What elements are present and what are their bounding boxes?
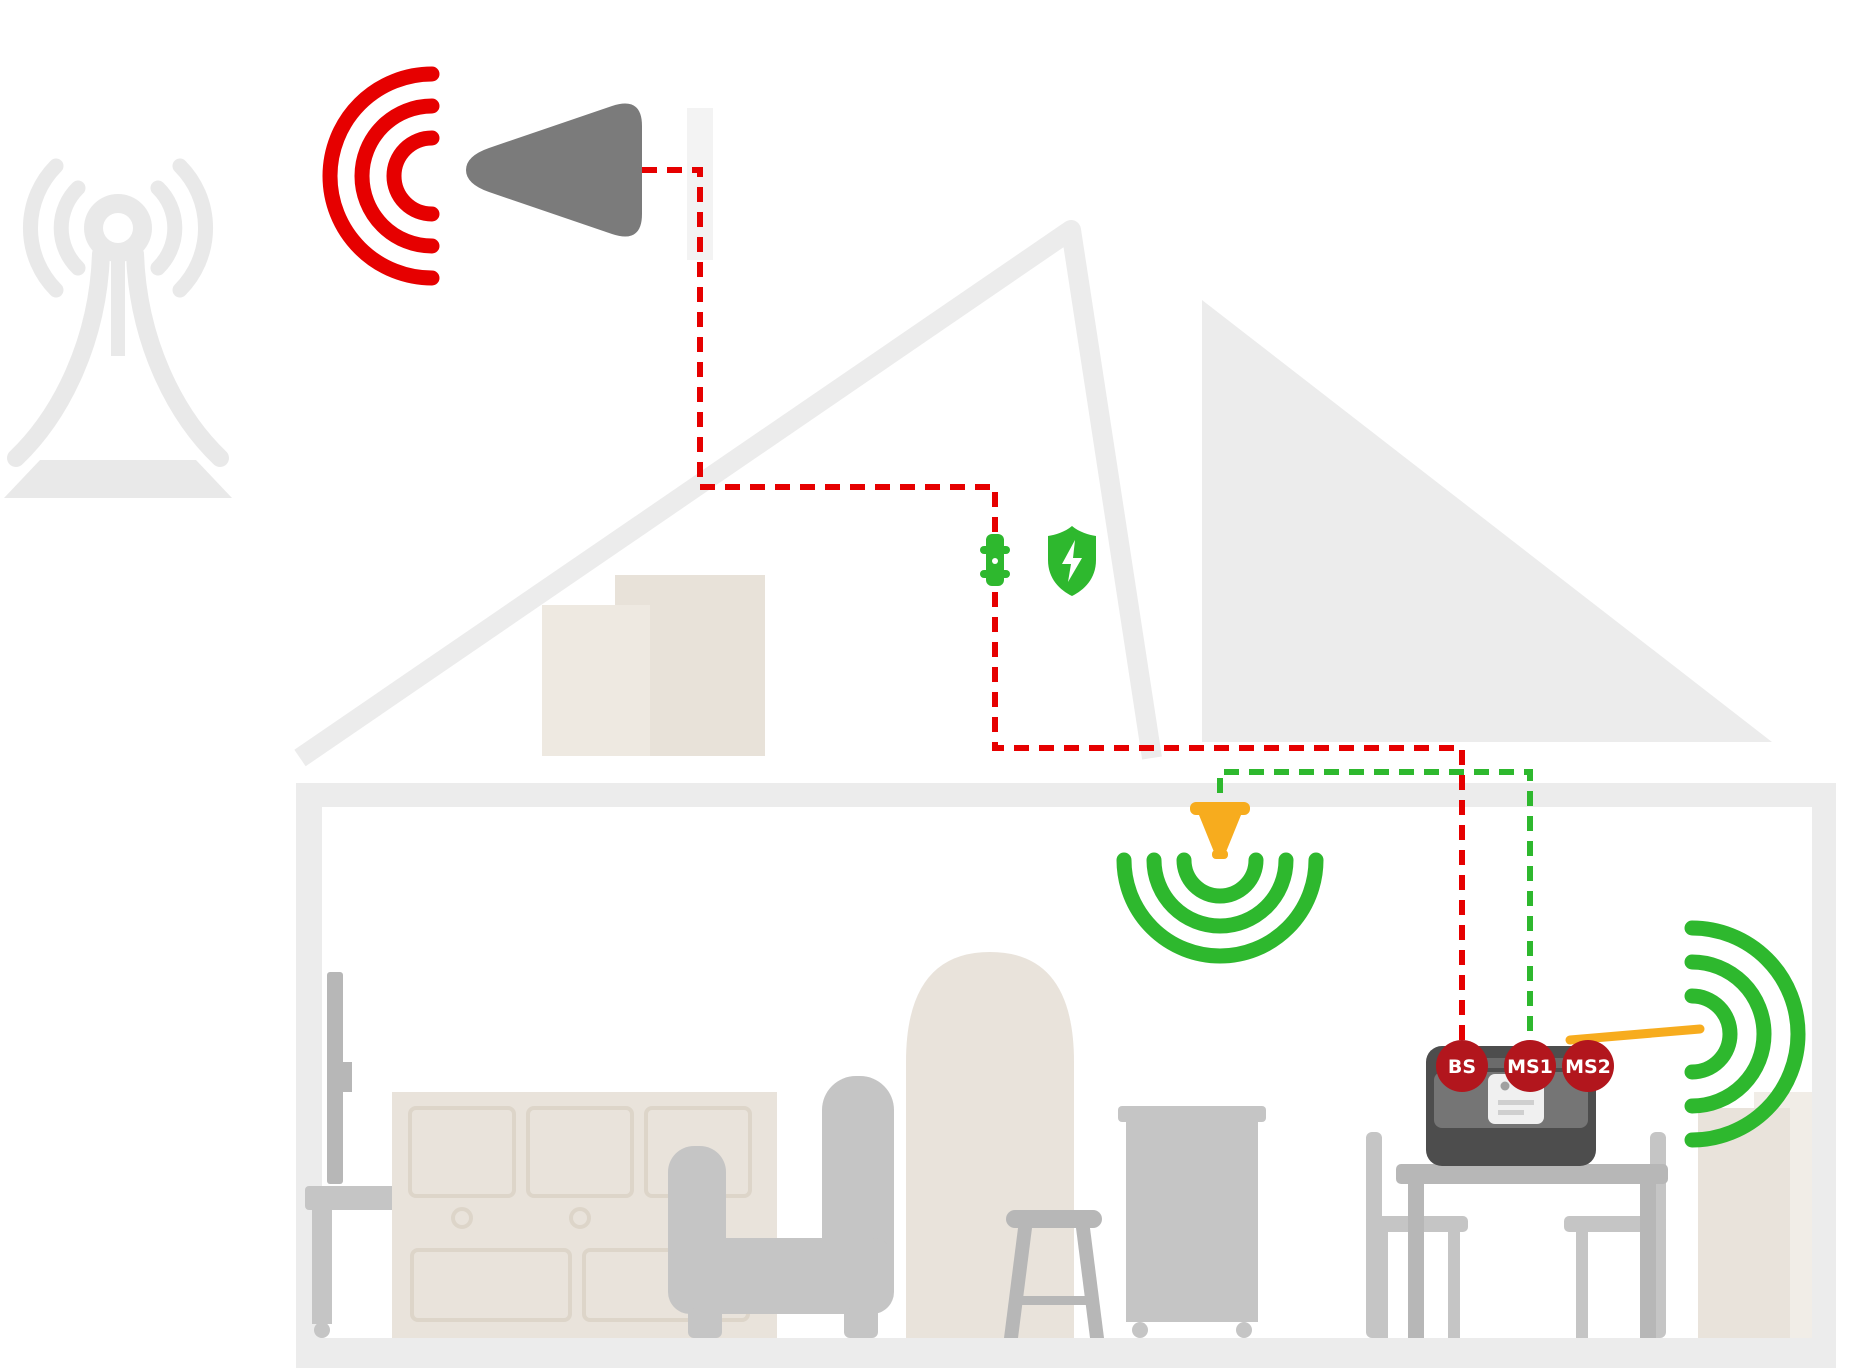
port-bs-label: BS: [1448, 1056, 1476, 1078]
donor-cable: [642, 167, 1465, 1056]
stool-crossbar: [1020, 1296, 1090, 1305]
tower-wave-left-outer: [22, 158, 64, 298]
booster-display-line: [1498, 1110, 1524, 1115]
chair-leg: [1448, 1232, 1460, 1338]
indoor-antenna-cone: [1199, 815, 1241, 852]
booster-unit: BS MS1 MS2: [1426, 920, 1806, 1166]
red-wave-outer: [322, 66, 440, 286]
port-ms1: [1504, 1040, 1556, 1092]
booster-display-line: [1498, 1100, 1534, 1105]
dining-chair-left: [1366, 1132, 1468, 1338]
tower-wave-right-outer: [172, 158, 214, 298]
tower-leg-right: [126, 245, 229, 467]
armchair-seat: [668, 1238, 894, 1314]
tower-stem: [111, 256, 125, 356]
surge-protector-icon: [980, 534, 1010, 586]
antenna-mast: [687, 108, 713, 260]
booster-wave-inner: [1684, 988, 1738, 1080]
stool: [1004, 1210, 1104, 1338]
surge-dot: [992, 558, 998, 564]
tv-screen: [327, 972, 343, 1184]
attic-boxes: [542, 575, 765, 756]
outdoor-antenna-icon: [466, 103, 642, 237]
indoor-antenna-tip: [1212, 850, 1228, 859]
dresser-foot-left: [1132, 1322, 1148, 1338]
whip-antenna-icon: [1565, 1024, 1705, 1045]
booster-wave-outer: [1684, 920, 1806, 1148]
sideboard: [1698, 1108, 1790, 1338]
roof-rear: [1202, 300, 1772, 742]
kitchen-door-2: [526, 1106, 634, 1198]
indoor-cable: [1217, 769, 1533, 1056]
dresser-top: [1118, 1106, 1266, 1122]
kitchen-door-1: [408, 1106, 516, 1198]
table-leg-left: [1408, 1184, 1424, 1338]
kitchen-handle-2: [569, 1207, 591, 1229]
chair-leg: [1576, 1232, 1588, 1338]
dresser-foot-right: [1236, 1322, 1252, 1338]
indoor-wave-outer: [1116, 852, 1324, 964]
attic-box-front: [542, 605, 650, 756]
tower-signal-waves-icon: [322, 66, 440, 286]
stool-leg-right: [1076, 1228, 1104, 1338]
surge-flange-bottom: [980, 570, 1010, 578]
surge-flange-top: [980, 546, 1010, 554]
desk-left-leg: [312, 1210, 332, 1324]
indoor-wave-middle: [1146, 852, 1294, 934]
table-leg-right: [1640, 1184, 1656, 1338]
tower-wave-right-inner: [150, 180, 183, 276]
dining-table: [1396, 1164, 1668, 1338]
tower-leg-left: [7, 245, 110, 467]
port-ms1-label: MS1: [1507, 1056, 1553, 1078]
red-wave-middle: [354, 98, 440, 254]
doorway: [906, 952, 1074, 1338]
indoor-signal-waves-icon: [1116, 852, 1324, 964]
roof-front: [294, 220, 1162, 767]
tower-head-hole: [103, 213, 133, 243]
indoor-wave-inner: [1176, 852, 1264, 904]
dresser-body: [1126, 1122, 1258, 1322]
lightning-shield-icon: [1048, 526, 1096, 596]
red-wave-inner: [386, 130, 440, 222]
port-ms2: [1562, 1040, 1614, 1092]
indoor-antenna-icon: [1190, 802, 1250, 859]
tower-wave-left-inner: [53, 180, 86, 276]
booster-led: [1500, 1081, 1510, 1091]
desk-wheel-left: [314, 1322, 330, 1338]
stool-seat: [1006, 1210, 1102, 1228]
kitchen-handle-1: [451, 1207, 473, 1229]
armchair: [668, 1076, 894, 1338]
tv: [327, 972, 352, 1184]
port-ms2-label: MS2: [1565, 1056, 1611, 1078]
armchair-foot-rear: [844, 1308, 878, 1338]
dresser: [1118, 1106, 1266, 1338]
lightning-bolt: [1062, 540, 1082, 582]
port-bs: [1436, 1040, 1488, 1092]
table-top: [1396, 1164, 1668, 1184]
stool-leg-left: [1004, 1228, 1032, 1338]
indoor-antenna-cap: [1190, 802, 1250, 815]
cell-tower-icon: [4, 158, 232, 498]
armchair-foot-front: [688, 1308, 722, 1338]
kitchen-lower-door-1: [410, 1248, 572, 1322]
booster-wave-middle: [1684, 954, 1772, 1114]
tv-bracket: [343, 1062, 352, 1092]
chair-leg: [1376, 1232, 1388, 1338]
tower-base: [4, 460, 232, 498]
